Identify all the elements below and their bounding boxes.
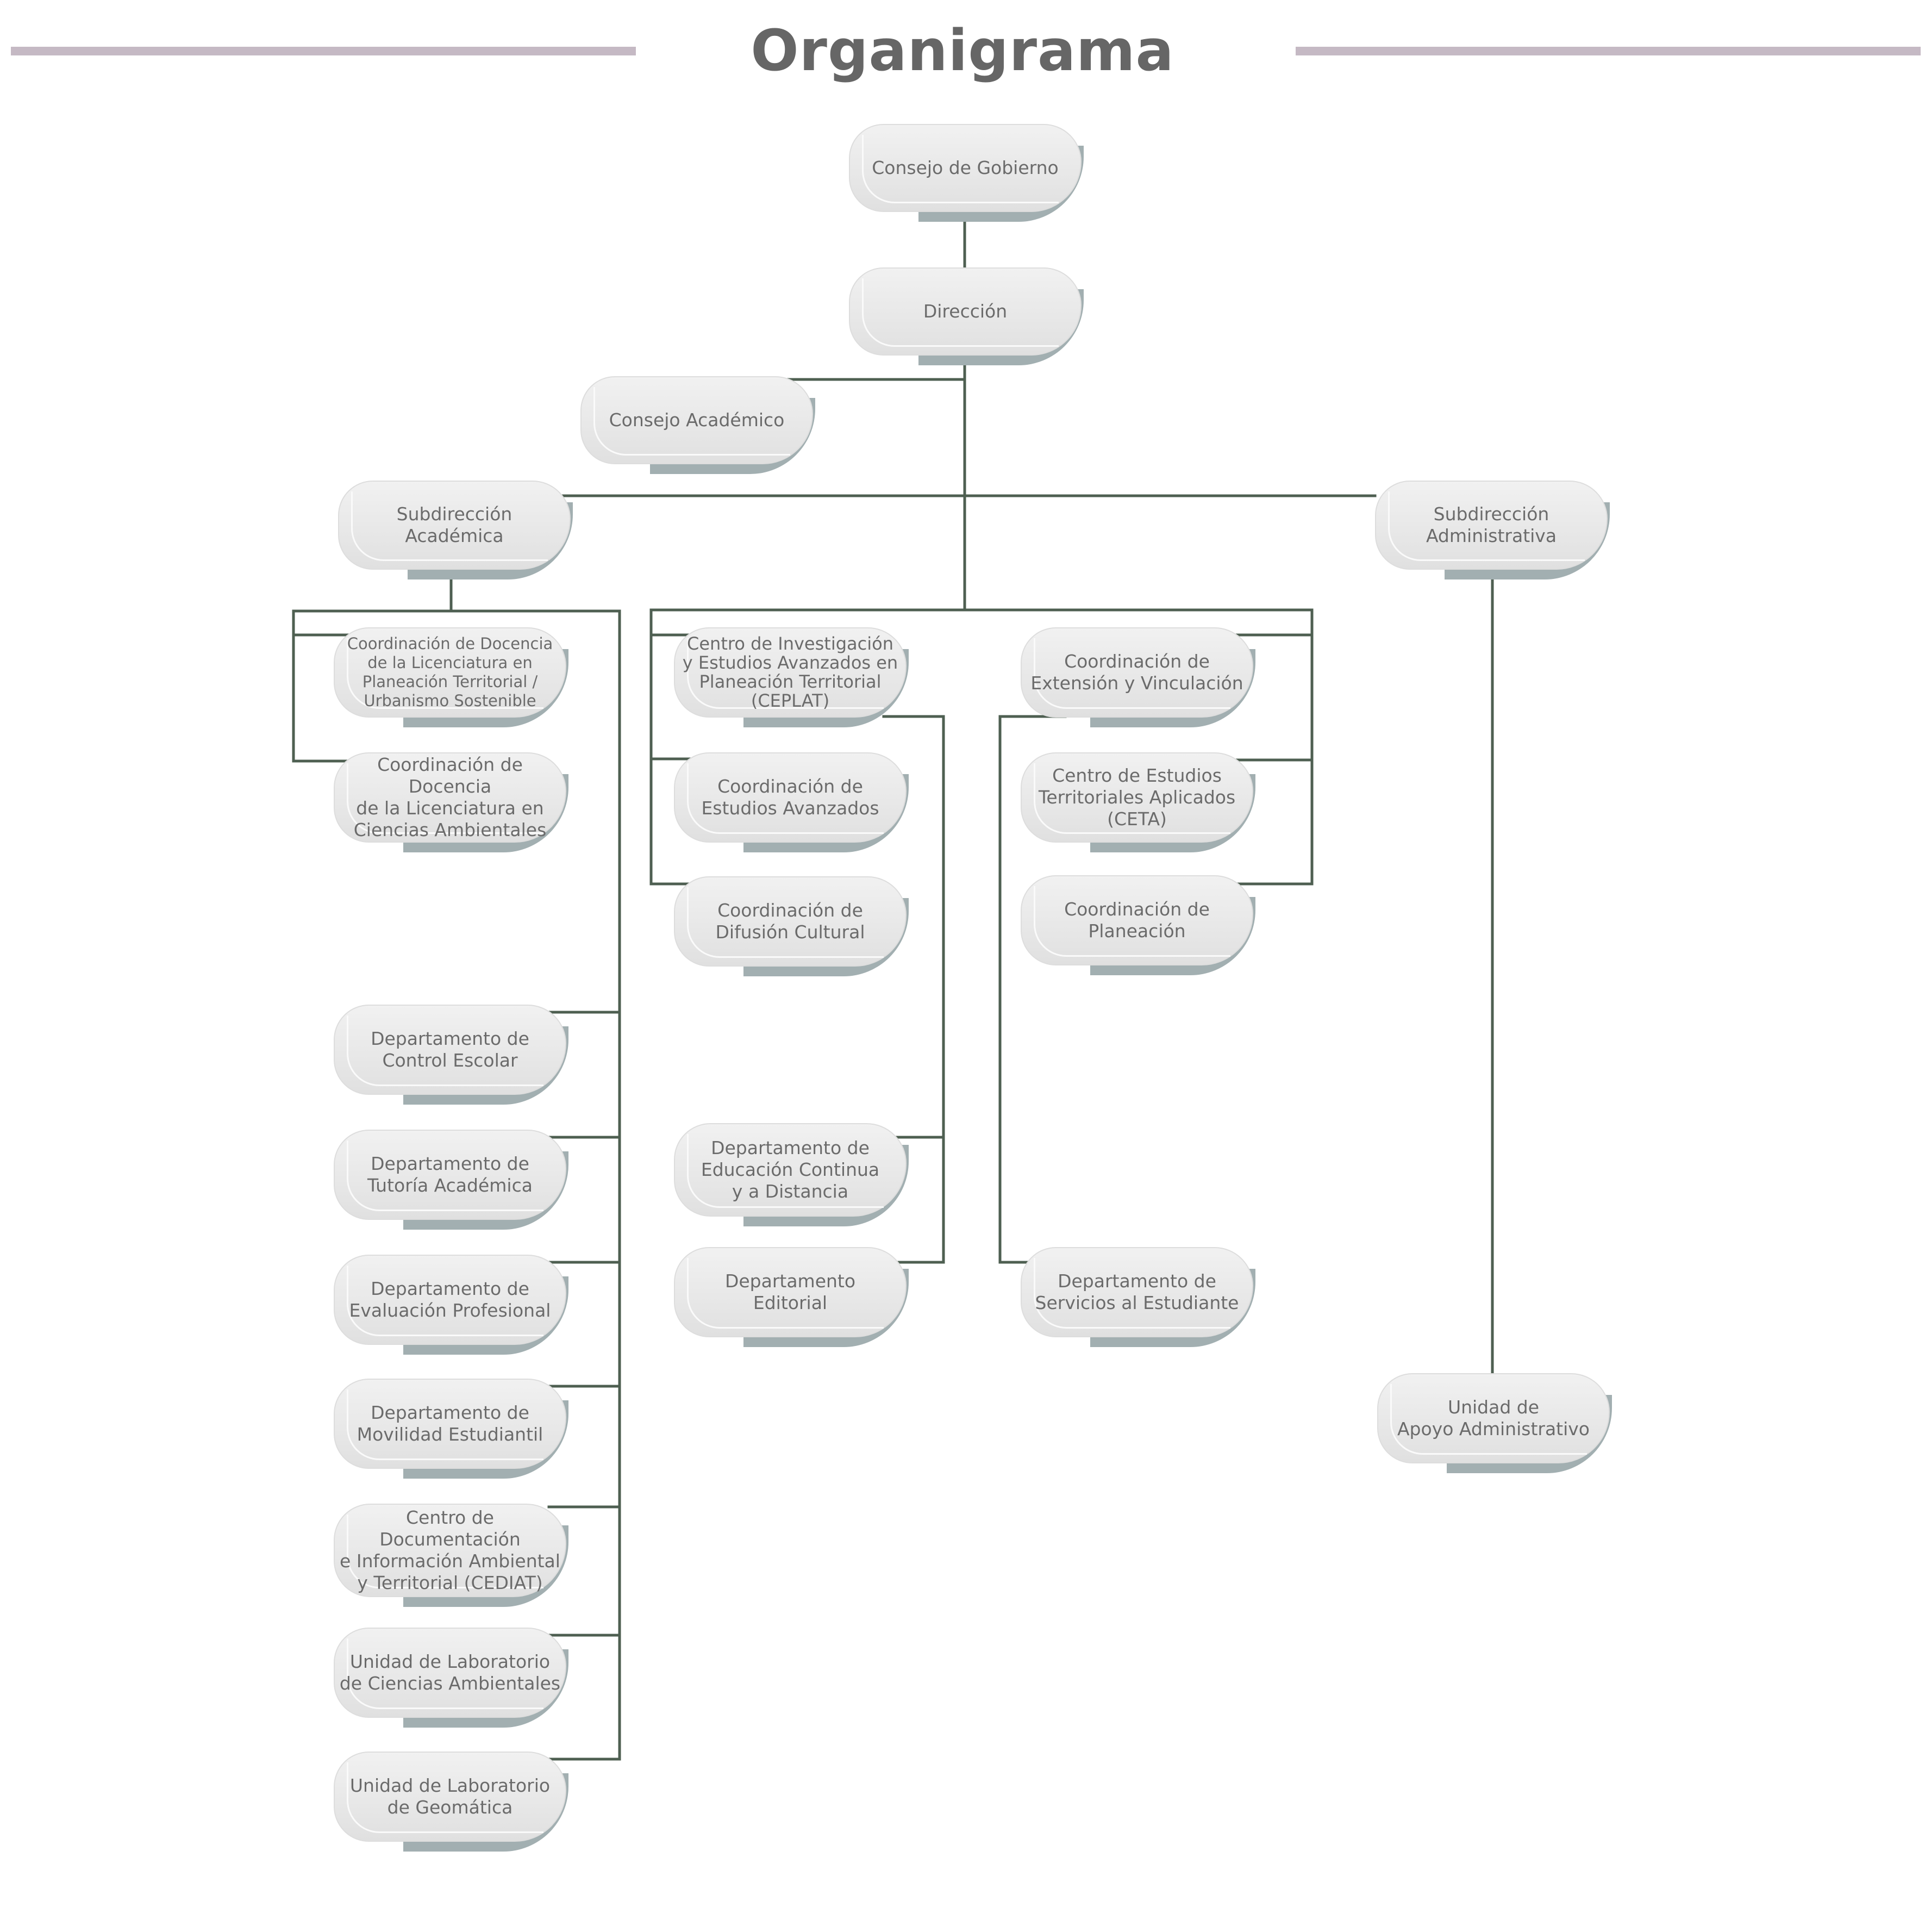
node-coord-estudios-avanzados: Coordinación de Estudios Avanzados bbox=[674, 752, 909, 852]
node-label: Subdirección Académica bbox=[396, 503, 512, 546]
node-label: Centro de Documentación e Información Am… bbox=[340, 1507, 560, 1593]
node-depto-evaluacion: Departamento de Evaluación Profesional bbox=[334, 1255, 568, 1355]
node-consejo-academico: Consejo Académico bbox=[580, 376, 815, 474]
node-direccion: Dirección bbox=[849, 267, 1084, 365]
title-rule-right bbox=[1296, 47, 1921, 55]
node-label: Coordinación de Docencia de la Licenciat… bbox=[353, 754, 547, 840]
node-coord-extension: Coordinación de Extensión y Vinculación bbox=[1021, 627, 1255, 727]
node-depto-control-escolar: Departamento de Control Escolar bbox=[334, 1005, 568, 1105]
node-coord-docencia-urbanismo: Coordinación de Docencia de la Licenciat… bbox=[334, 627, 568, 727]
node-label: Centro de Investigación y Estudios Avanz… bbox=[682, 633, 898, 711]
connector-6 bbox=[292, 609, 349, 763]
connector-16 bbox=[649, 608, 692, 886]
connector-19 bbox=[1232, 608, 1314, 886]
node-lab-geomatica: Unidad de Laboratorio de Geomática bbox=[334, 1752, 568, 1852]
title-rule-left bbox=[11, 47, 636, 55]
node-consejo-gobierno: Consejo de Gobierno bbox=[849, 124, 1084, 222]
node-label: Subdirección Administrativa bbox=[1426, 503, 1557, 546]
node-label: Coordinación de Planeación bbox=[1064, 899, 1210, 942]
page-title: Organigrama bbox=[751, 17, 1174, 84]
node-label: Unidad de Laboratorio de Geomática bbox=[349, 1775, 551, 1818]
node-depto-editorial: Departamento Editorial bbox=[674, 1247, 909, 1347]
node-label: Unidad de Apoyo Administrativo bbox=[1397, 1397, 1590, 1439]
node-label: Departamento de Tutoría Académica bbox=[367, 1153, 533, 1196]
node-label: Coordinación de Extensión y Vinculación bbox=[1030, 651, 1243, 694]
node-label: Departamento de Evaluación Profesional bbox=[349, 1278, 551, 1321]
node-label: Departamento de Control Escolar bbox=[371, 1028, 529, 1071]
node-label: Dirección bbox=[923, 301, 1008, 322]
node-depto-movilidad: Departamento de Movilidad Estudiantil bbox=[334, 1379, 568, 1479]
node-label: Departamento de Movilidad Estudiantil bbox=[357, 1402, 543, 1445]
node-coord-planeacion: Coordinación de Planeación bbox=[1021, 875, 1255, 975]
node-label: Departamento Editorial bbox=[724, 1270, 856, 1313]
node-label: Unidad de Laboratorio de Ciencias Ambien… bbox=[339, 1651, 561, 1694]
node-ceplat: Centro de Investigación y Estudios Avanz… bbox=[674, 627, 909, 727]
node-cediat: Centro de Documentación e Información Am… bbox=[334, 1504, 568, 1607]
node-label: Consejo de Gobierno bbox=[872, 157, 1059, 178]
node-label: Coordinación de Docencia de la Licenciat… bbox=[347, 634, 553, 710]
node-depto-tutoria: Departamento de Tutoría Académica bbox=[334, 1130, 568, 1230]
node-label: Coordinación de Difusión Cultural bbox=[715, 900, 865, 943]
node-label: Consejo Académico bbox=[609, 409, 785, 431]
node-subdireccion-academica: Subdirección Académica bbox=[338, 481, 573, 579]
node-coord-difusion-cultural: Coordinación de Difusión Cultural bbox=[674, 876, 909, 976]
node-ceta: Centro de Estudios Territoriales Aplicad… bbox=[1021, 752, 1255, 852]
node-depto-educacion-continua: Departamento de Educación Continua y a D… bbox=[674, 1123, 909, 1226]
connector-24 bbox=[998, 715, 1067, 1264]
node-label: Centro de Estudios Territoriales Aplicad… bbox=[1038, 765, 1236, 830]
connector-5 bbox=[292, 609, 621, 1761]
connector-22 bbox=[868, 715, 945, 1264]
node-subdireccion-administrativa: Subdirección Administrativa bbox=[1375, 481, 1610, 579]
node-label: Departamento de Servicios al Estudiante bbox=[1035, 1270, 1239, 1313]
node-depto-servicios-estudiante: Departamento de Servicios al Estudiante bbox=[1021, 1247, 1255, 1347]
node-label: Coordinación de Estudios Avanzados bbox=[701, 776, 879, 819]
node-unidad-apoyo-admin: Unidad de Apoyo Administrativo bbox=[1377, 1373, 1612, 1473]
node-lab-ambientales: Unidad de Laboratorio de Ciencias Ambien… bbox=[334, 1628, 568, 1728]
node-coord-docencia-ambientales: Coordinación de Docencia de la Licenciat… bbox=[334, 752, 568, 852]
node-label: Departamento de Educación Continua y a D… bbox=[701, 1137, 880, 1202]
